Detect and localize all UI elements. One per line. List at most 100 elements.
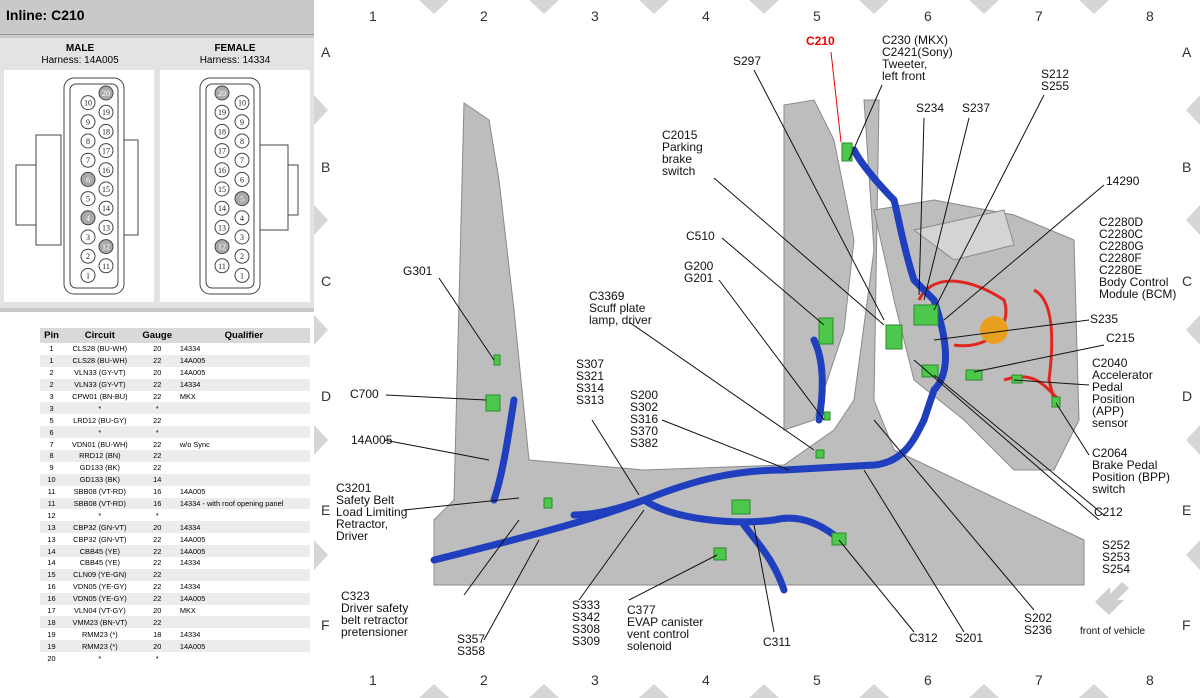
bcm-blob: [980, 316, 1008, 344]
male-title: MALE: [65, 43, 95, 54]
pin-label-1: 1: [240, 271, 244, 280]
callout-c2280-bcm: C2280D C2280C C2280G C2280F C2280E Body …: [1099, 215, 1177, 301]
callout-s333: S333 S342 S308 S309: [572, 598, 601, 648]
table-cell: 22: [153, 392, 162, 401]
female-title: FEMALE: [214, 43, 256, 54]
table-cell: 7: [49, 439, 54, 449]
callout-s237: S237: [962, 101, 991, 115]
table-cell: 14A005: [177, 640, 310, 653]
pin-4: [234, 210, 250, 226]
pin-label-4: 4: [240, 214, 244, 223]
title-bar: Inline: C210: [0, 0, 314, 35]
grid-col-bottom-6: 6: [924, 672, 932, 688]
pin-17: [214, 143, 230, 159]
table-cell: 9: [49, 463, 54, 473]
table-cell: *: [155, 653, 159, 663]
pin-label-10: 10: [238, 99, 246, 108]
pin-label-12: 12: [218, 243, 226, 252]
callout-s202: S202 S236: [1024, 611, 1053, 637]
callout-c510: C510: [686, 229, 715, 243]
table-cell: 15: [40, 568, 64, 581]
table-cell: VLN04 (VT-GY): [73, 606, 126, 616]
table-cell: VDN05 (YE-GY): [63, 592, 137, 605]
pin-20: [214, 85, 230, 101]
table-cell: MKX: [179, 606, 196, 616]
pin-3: [234, 229, 250, 245]
front-of-vehicle-label: front of vehicle: [1080, 626, 1146, 637]
table-cell: 3: [49, 392, 54, 401]
pin-label-6: 6: [240, 175, 244, 184]
pin-6: [234, 171, 250, 187]
table-cell: 20: [153, 606, 162, 616]
callout-s252: S252 S253 S254: [1102, 538, 1131, 576]
callout-c210: C210: [806, 34, 835, 48]
callout-c377: C377 EVAP canister vent control solenoid: [627, 603, 704, 653]
pin-label-3: 3: [86, 233, 90, 242]
table-cell: RMM23 (*): [63, 640, 137, 653]
table-cell: *: [155, 510, 159, 520]
table-cell: 22: [136, 568, 178, 581]
table-cell: MKX: [179, 392, 196, 401]
pin-label-11: 11: [218, 262, 226, 271]
table-cell: *: [63, 426, 137, 439]
table-cell: 11: [40, 497, 64, 510]
callout-leader-lines: [383, 51, 1105, 641]
pin-label-4: 4: [86, 214, 90, 223]
pin-1: [234, 267, 250, 283]
female-header: FEMALE Harness: 14334: [165, 43, 305, 67]
pin-label-19: 19: [218, 108, 226, 117]
grid-col-bottom-1: 1: [369, 672, 377, 688]
callout-g301: G301: [403, 264, 433, 278]
table-cell: VLN33 (GY-VT): [74, 368, 126, 378]
grid-col-bottom-2: 2: [480, 672, 488, 688]
table-cell: 11: [47, 487, 56, 497]
grid-row-left-E: E: [321, 502, 331, 518]
pin-20: [98, 85, 114, 101]
pin-label-14: 14: [102, 204, 110, 213]
grid-row-left-F: F: [321, 616, 330, 633]
pin-7: [234, 152, 250, 168]
pin-label-2: 2: [240, 252, 244, 261]
table-header-pin: Pin: [40, 328, 64, 343]
front-arrow-icon: [1095, 582, 1129, 615]
pin-3: [80, 229, 96, 245]
callout-s235: S235: [1090, 312, 1119, 326]
table-cell: RRD12 (BN): [63, 450, 137, 462]
grid-col-top-5: 5: [813, 8, 821, 24]
table-cell: 6: [40, 426, 64, 439]
pin-1: [80, 267, 96, 283]
table-cell: 22: [136, 616, 178, 629]
pin-label-14: 14: [218, 204, 226, 213]
connector-face-views: MALE Harness: 14A005 FEMALE Harness: 143…: [0, 38, 314, 308]
pin-10: [80, 95, 96, 111]
callout-c311: C311: [763, 635, 791, 649]
pin-label-7: 7: [240, 156, 244, 165]
table-cell: 16: [153, 487, 162, 497]
pin-9: [80, 114, 96, 130]
table-cell: 16: [136, 497, 178, 510]
table-cell: 16: [47, 582, 56, 592]
pin-label-10: 10: [84, 99, 92, 108]
table-cell: 1: [40, 354, 64, 367]
table-cell: VDN01 (BU-WH): [71, 439, 128, 449]
table-cell: 22: [153, 439, 162, 449]
pin-5: [234, 191, 250, 207]
table-cell: 14A005: [177, 545, 310, 558]
table-cell: [178, 652, 310, 664]
table-cell: 3: [40, 402, 64, 415]
table-cell: [177, 568, 310, 581]
pin-19: [214, 104, 230, 120]
grid-row-right-D: D: [1182, 387, 1193, 404]
grid-col-top-6: 6: [924, 8, 932, 24]
pin-13: [214, 219, 230, 235]
pin-label-7: 7: [86, 156, 90, 165]
table-cell: VDN05 (YE-GY): [72, 582, 127, 592]
pin-label-18: 18: [218, 127, 226, 136]
